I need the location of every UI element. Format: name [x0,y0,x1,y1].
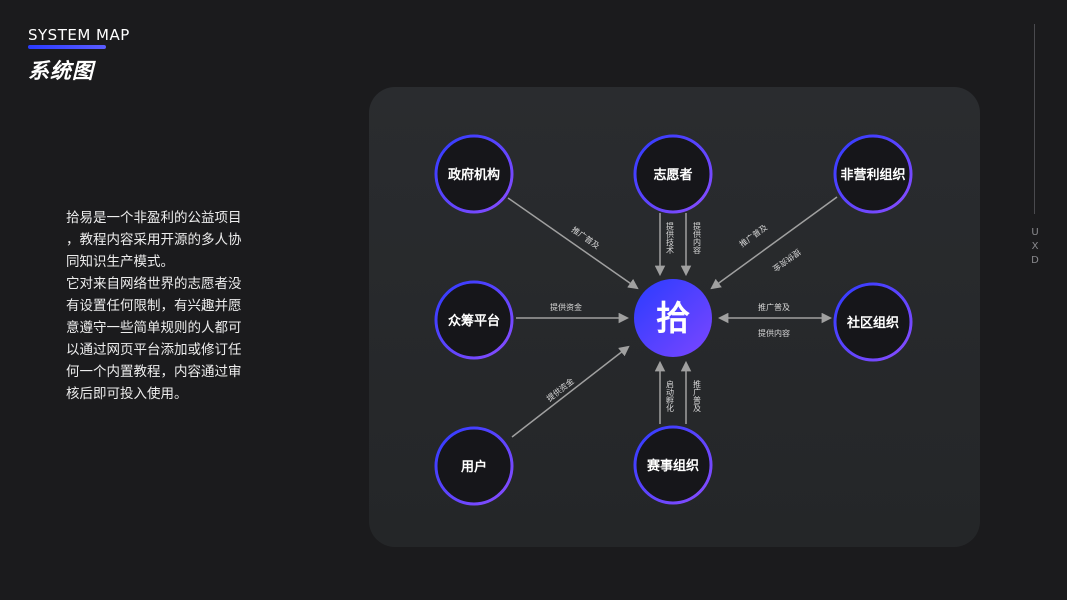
description-line: 同知识生产模式。 [66,254,174,270]
side-divider [1034,24,1035,214]
edge-label-crowdfunding: 提供资金 [550,302,582,312]
edge-label-competition-incubate: 启动孵化 [666,379,675,413]
edge-label-government: 推广普及 [570,224,602,251]
node-label-crowdfunding: 众筹平台 [448,313,500,329]
description-line: 何一个内置教程，内容通过审 [66,364,242,380]
node-label-volunteer: 志愿者 [653,167,692,183]
node-community: 社区组织 [833,282,913,362]
side-letter: X [1031,241,1039,252]
node-label-nonprofit: 非营利组织 [840,167,905,183]
center-node: 拾 [634,279,712,357]
edge-label-nonprofit-funding: 提供资金 [771,247,803,274]
description-line: 它对来自网络世界的志愿者没 [66,276,242,292]
edge-label-community-content: 提供内容 [758,328,790,338]
node-label-government: 政府机构 [448,167,500,183]
description-line: 有设置任何限制，有兴趣并愿 [66,298,242,314]
edge-label-nonprofit-promote: 推广普及 [737,222,769,249]
node-nonprofit: 非营利组织 [833,134,913,214]
node-user: 用户 [434,426,514,506]
edge-label-community-promote: 推广普及 [758,302,790,312]
description-text: 拾易是一个非盈利的公益项目 ，教程内容采用开源的多人协 同知识生产模式。 它对来… [66,207,248,405]
edge-user-to-center [511,345,630,438]
description-line: 拾易是一个非盈利的公益项目 [66,210,242,226]
header-title-en: SYSTEM MAP [28,26,130,44]
center-logo-icon: 拾 [656,299,690,339]
side-uxd-label: U X D [1030,226,1040,268]
edge-label-volunteer-content: 提供内容 [693,221,702,255]
description-line: ，教程内容采用开源的多人协 [66,232,242,248]
side-letter: U [1031,227,1039,238]
side-letter: D [1031,255,1039,266]
node-volunteer: 志愿者 [633,134,713,214]
edge-government-to-center [507,197,639,290]
header-accent-bar [28,45,106,49]
node-label-competition: 赛事组织 [646,458,699,474]
header-title-cn: 系统图 [28,59,94,83]
node-government: 政府机构 [434,134,514,214]
edge-label-volunteer-tech: 提供技术 [666,221,675,255]
node-crowdfunding: 众筹平台 [434,280,514,360]
node-label-user: 用户 [460,459,487,475]
description-line: 核后即可投入使用。 [66,386,188,402]
edge-label-competition-promote: 推广普及 [693,379,702,413]
description-line: 以通过网页平台添加或修订任 [66,342,242,358]
node-label-community: 社区组织 [846,315,899,331]
edge-nonprofit-to-center [710,196,838,290]
description-line: 意遵守一些简单规则的人都可 [66,320,242,336]
node-competition: 赛事组织 [633,425,713,505]
